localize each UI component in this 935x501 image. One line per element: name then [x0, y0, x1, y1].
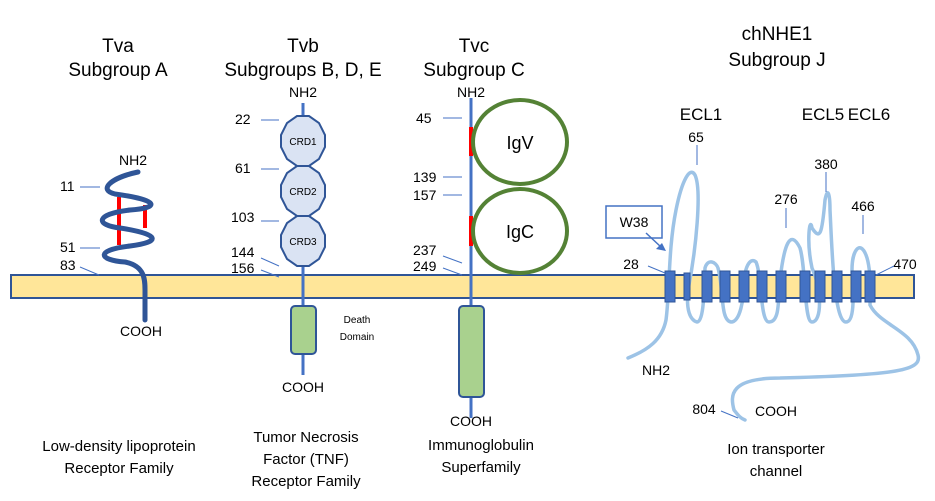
- tvb-subgroup: Subgroups B, D, E: [224, 60, 381, 81]
- tvb-residue-61: 61: [235, 160, 251, 176]
- tvc-residue-157: 157: [413, 187, 437, 203]
- tvc-residue-249: 249: [413, 258, 437, 274]
- chnhe1-family-line-2: channel: [750, 463, 803, 480]
- chnhe1-residue-466: 466: [851, 198, 875, 214]
- chnhe1-residue-470: 470: [893, 256, 917, 272]
- chnhe1-loop-ecl6: ECL6: [848, 105, 891, 124]
- tva-family-line-1: Low-density lipoprotein: [42, 438, 195, 455]
- tvb-n-terminus: NH2: [289, 84, 317, 100]
- chnhe1-tm-segment: [756, 270, 768, 303]
- chnhe1-tm-segment: [864, 270, 876, 303]
- tvb-residue-103: 103: [231, 209, 255, 225]
- tva-residue-51: 51: [60, 239, 76, 255]
- chnhe1-loop-ecl5: ECL5: [802, 105, 845, 124]
- tvb-crd1-label: CRD1: [289, 137, 317, 148]
- tvc-group: Tvc Subgroup C NH2 IgV IgC 45 139 157 23…: [413, 36, 569, 476]
- tvc-igc-label: IgC: [506, 222, 534, 242]
- tvc-residue-45: 45: [416, 110, 432, 126]
- chnhe1-w38-arrowhead: [656, 243, 666, 251]
- tvc-residue-139: 139: [413, 169, 437, 185]
- tvb-residue-22: 22: [235, 111, 251, 127]
- tva-group: Tva Subgroup A NH2 11 51 83 COOH Low-den…: [42, 36, 195, 477]
- tvc-igv-domain: [471, 98, 569, 186]
- chnhe1-residue-380: 380: [814, 156, 838, 172]
- tvb-residue-144-tick: [260, 257, 280, 267]
- tvc-residue-249-tick: [442, 267, 463, 276]
- chnhe1-c-terminus: COOH: [755, 403, 797, 419]
- chnhe1-loop-ecl1: ECL1: [680, 105, 723, 124]
- chnhe1-tm-segment: [775, 270, 787, 303]
- tvb-residue-156: 156: [231, 260, 255, 276]
- tva-residue-83: 83: [60, 257, 76, 273]
- chnhe1-tm-segment: [831, 270, 843, 303]
- tva-residue-11: 11: [60, 178, 75, 194]
- chnhe1-tm-segment: [850, 270, 862, 303]
- tvc-igv-label: IgV: [506, 133, 533, 153]
- tvc-n-terminus: NH2: [457, 84, 485, 100]
- tvb-family-line-3: Receptor Family: [251, 473, 361, 490]
- chnhe1-tm-segment: [799, 270, 811, 303]
- tvb-residue-144: 144: [231, 244, 255, 260]
- tvb-name: Tvb: [287, 36, 319, 57]
- chnhe1-family-line-1: Ion transporter: [727, 441, 825, 458]
- tvb-crd3-domain: [280, 215, 326, 267]
- tvb-death-domain-label-2: Domain: [340, 332, 374, 343]
- chnhe1-name: chNHE1: [742, 24, 813, 45]
- tvb-c-terminus: COOH: [282, 379, 324, 395]
- chnhe1-tm-segment: [664, 270, 676, 303]
- tva-subgroup: Subgroup A: [68, 60, 168, 81]
- tva-ldl-helix: [99, 169, 155, 323]
- tvb-group: Tvb Subgroups B, D, E NH2 CRD1 CRD2 CRD3…: [224, 36, 381, 490]
- tvc-intracellular-domain: [458, 305, 485, 398]
- tvc-name: Tvc: [459, 36, 490, 57]
- tvc-c-terminus: COOH: [450, 413, 492, 429]
- tvb-crd3-label: CRD3: [289, 237, 317, 248]
- chnhe1-residue-804: 804: [692, 401, 716, 417]
- chnhe1-tm-segment: [701, 270, 713, 303]
- chnhe1-w38-arrow: [645, 232, 662, 248]
- chnhe1-w38-callout-label: W38: [620, 214, 649, 230]
- tvc-residue-237-tick: [442, 255, 463, 264]
- chnhe1-subgroup: Subgroup J: [728, 50, 825, 71]
- tvb-death-domain-label-1: Death: [344, 315, 371, 326]
- chnhe1-tm-segment: [814, 270, 826, 303]
- tvc-subgroup: Subgroup C: [423, 60, 524, 81]
- chnhe1-group: chNHE1 Subgroup J ECL1 ECL5 ECL6 65 276 …: [605, 24, 921, 480]
- chnhe1-residue-276: 276: [774, 191, 798, 207]
- tvc-residue-237: 237: [413, 242, 437, 258]
- tva-family-line-2: Receptor Family: [64, 460, 174, 477]
- tvb-family-line-2: Factor (TNF): [263, 451, 349, 468]
- chnhe1-n-terminus: NH2: [642, 362, 670, 378]
- tva-c-terminus: COOH: [120, 323, 162, 339]
- chnhe1-tm-segment: [738, 270, 750, 303]
- tvb-residue-156-tick: [260, 269, 280, 278]
- tva-residue-83-tick: [79, 266, 100, 276]
- tvb-family-line-1: Tumor Necrosis: [253, 429, 358, 446]
- tvc-family-line-2: Superfamily: [441, 459, 521, 476]
- chnhe1-residue-28-tick: [647, 265, 666, 274]
- chnhe1-residue-804-tick: [720, 410, 739, 419]
- chnhe1-w38-callout-box: [605, 205, 663, 239]
- tva-name: Tva: [102, 36, 134, 57]
- chnhe1-tm-segment: [683, 272, 691, 301]
- tvc-igc-domain: [471, 187, 569, 275]
- chnhe1-residue-65: 65: [688, 129, 704, 145]
- chnhe1-residue-470-tick: [875, 265, 895, 276]
- tvb-crd2-label: CRD2: [289, 187, 317, 198]
- chnhe1-tm-segment: [719, 270, 731, 303]
- tvc-family-line-1: Immunoglobulin: [428, 437, 534, 454]
- chnhe1-residue-28: 28: [623, 256, 639, 272]
- tvb-death-domain: [290, 305, 317, 355]
- tva-n-terminus: NH2: [119, 152, 147, 168]
